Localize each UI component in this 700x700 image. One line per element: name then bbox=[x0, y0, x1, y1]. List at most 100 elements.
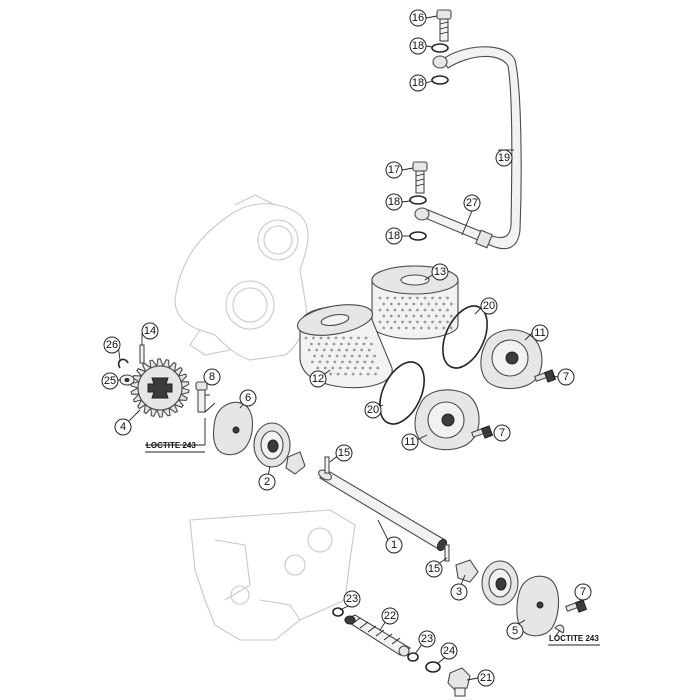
callout-6: 6 bbox=[239, 389, 257, 407]
callout-5: 5 bbox=[506, 622, 524, 640]
pump-rotor-2 bbox=[253, 422, 291, 468]
sealing-ring-18-top1 bbox=[431, 43, 449, 53]
svg-text:5: 5 bbox=[512, 625, 518, 637]
callout-14: 14 bbox=[141, 322, 159, 340]
svg-text:2: 2 bbox=[264, 476, 270, 488]
callout-1: 1 bbox=[385, 536, 403, 554]
callout-2: 2 bbox=[258, 473, 276, 491]
callout-8: 8 bbox=[203, 368, 221, 386]
svg-text:15: 15 bbox=[338, 447, 350, 459]
svg-text:20: 20 bbox=[483, 300, 495, 312]
callout-18-a: 18 bbox=[409, 37, 427, 55]
plug-21 bbox=[447, 667, 471, 697]
crankcase-outline-lower bbox=[189, 509, 356, 641]
callout-7-c: 7 bbox=[574, 583, 592, 601]
o-ring-20-upper bbox=[442, 305, 488, 369]
svg-text:23: 23 bbox=[421, 633, 433, 645]
svg-text:25: 25 bbox=[104, 375, 116, 387]
svg-text:22: 22 bbox=[384, 610, 396, 622]
callout-26: 26 bbox=[103, 336, 121, 354]
callout-21: 21 bbox=[477, 669, 495, 687]
oil-filter-12 bbox=[296, 304, 393, 389]
filter-cover-11-lower bbox=[414, 389, 480, 451]
callout-19: 19 bbox=[495, 149, 513, 167]
pump-cover-5 bbox=[516, 575, 560, 637]
svg-text:26: 26 bbox=[106, 339, 118, 351]
banjo-bolt-lower bbox=[412, 161, 428, 194]
callout-18-b: 18 bbox=[409, 74, 427, 92]
svg-text:18: 18 bbox=[412, 77, 424, 89]
callout-22: 22 bbox=[381, 607, 399, 625]
pin-15-lower bbox=[444, 544, 450, 562]
pin-15-upper bbox=[324, 456, 330, 474]
pump-cover-6 bbox=[212, 401, 254, 456]
svg-text:23: 23 bbox=[346, 593, 358, 605]
inner-rotor-2 bbox=[285, 451, 306, 475]
svg-text:18: 18 bbox=[388, 196, 400, 208]
callout-7-b: 7 bbox=[493, 424, 511, 442]
washer-25 bbox=[119, 374, 135, 386]
callout-17: 17 bbox=[385, 161, 403, 179]
pump-rotor-3 bbox=[481, 560, 519, 606]
svg-text:11: 11 bbox=[534, 327, 545, 339]
svg-text:21: 21 bbox=[480, 672, 492, 684]
svg-text:13: 13 bbox=[434, 266, 446, 278]
callout-15-a: 15 bbox=[335, 444, 353, 462]
sealing-ring-18-low1 bbox=[409, 195, 427, 205]
o-ring-23-lower bbox=[407, 652, 419, 662]
svg-text:LOCTITE 243: LOCTITE 243 bbox=[549, 634, 599, 643]
oil-pump-gear bbox=[130, 358, 190, 418]
inner-rotor-3 bbox=[455, 559, 479, 583]
screw-7-upper bbox=[534, 369, 557, 383]
pump-shaft-1 bbox=[318, 469, 448, 552]
washer-24 bbox=[425, 661, 441, 673]
svg-text:15: 15 bbox=[428, 563, 440, 575]
loctite-note-right: LOCTITE 243 bbox=[548, 634, 600, 646]
svg-text:8: 8 bbox=[209, 371, 215, 383]
callout-3: 3 bbox=[450, 583, 468, 601]
filter-cover-11-upper bbox=[480, 329, 543, 390]
svg-text:4: 4 bbox=[120, 421, 126, 433]
oil-line bbox=[414, 46, 522, 250]
callout-12: 12 bbox=[309, 370, 327, 388]
callout-7-a: 7 bbox=[557, 368, 575, 386]
banjo-bolt-top bbox=[436, 9, 452, 42]
pin-14 bbox=[139, 344, 145, 364]
callout-18-c: 18 bbox=[385, 193, 403, 211]
callout-25: 25 bbox=[101, 372, 119, 390]
callout-16: 16 bbox=[409, 9, 427, 27]
svg-text:7: 7 bbox=[563, 371, 569, 383]
svg-text:12: 12 bbox=[312, 373, 324, 385]
svg-text:16: 16 bbox=[412, 12, 424, 24]
loctite-note-left: LOCTITE 243 bbox=[145, 441, 205, 453]
svg-text:3: 3 bbox=[456, 586, 462, 598]
screw-8 bbox=[195, 381, 208, 413]
svg-text:20: 20 bbox=[367, 404, 379, 416]
svg-text:24: 24 bbox=[443, 645, 455, 657]
svg-text:11: 11 bbox=[404, 436, 415, 448]
svg-text:7: 7 bbox=[499, 427, 505, 439]
valve-spring-22 bbox=[343, 614, 412, 657]
crankcase-outline-upper bbox=[174, 194, 309, 361]
callout-11-b: 11 bbox=[401, 433, 419, 451]
callout-4: 4 bbox=[114, 418, 132, 436]
svg-text:LOCTITE 243: LOCTITE 243 bbox=[146, 441, 196, 450]
callout-23-b: 23 bbox=[418, 630, 436, 648]
callout-20-a: 20 bbox=[480, 297, 498, 315]
callout-23-a: 23 bbox=[343, 590, 361, 608]
callout-24: 24 bbox=[440, 642, 458, 660]
sealing-ring-18-low2 bbox=[409, 231, 427, 241]
svg-text:7: 7 bbox=[580, 586, 586, 598]
sealing-ring-18-top2 bbox=[431, 75, 449, 85]
callout-15-b: 15 bbox=[425, 560, 443, 578]
callout-20-b: 20 bbox=[364, 401, 382, 419]
svg-text:1: 1 bbox=[391, 539, 397, 551]
svg-text:18: 18 bbox=[388, 230, 400, 242]
screw-pin-right bbox=[554, 624, 565, 634]
clip-26 bbox=[117, 358, 129, 369]
svg-text:27: 27 bbox=[466, 197, 478, 209]
callout-27: 27 bbox=[463, 194, 481, 212]
o-ring-20-lower bbox=[379, 361, 425, 425]
o-ring-23-upper bbox=[332, 607, 344, 617]
